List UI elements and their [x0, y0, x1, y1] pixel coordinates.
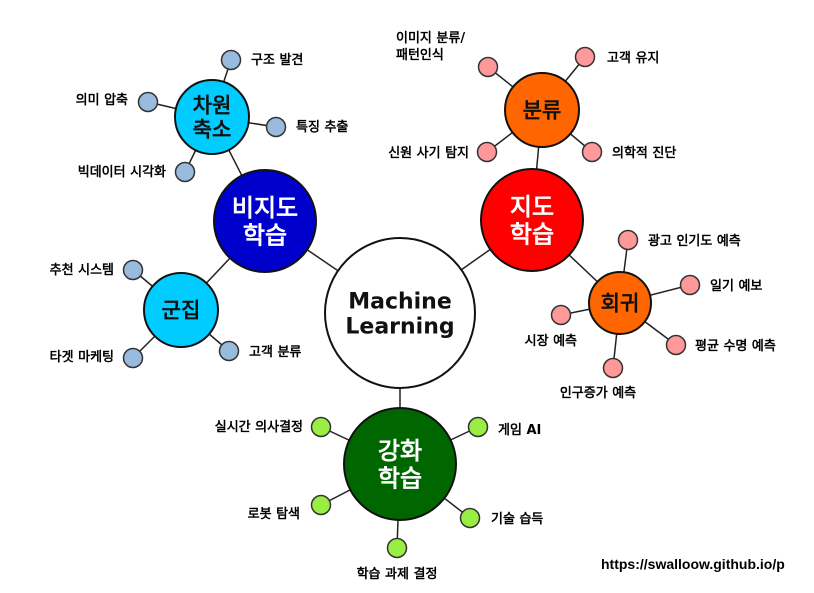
dim-reduction-node-circle: [174, 79, 250, 155]
classification-leaf-label: 패턴인식: [396, 47, 444, 63]
dim-reduction-leaf: 의미 압축: [76, 91, 159, 113]
regression-leaf-dot: [602, 357, 624, 379]
supervised-node-label: 지도: [510, 193, 554, 221]
reinforcement-leaf-label: 실시간 의사결정: [215, 419, 303, 435]
regression-leaf-label: 인구증가 예측: [560, 385, 636, 401]
clustering-leaf-label: 타겟 마케팅: [50, 349, 114, 365]
classification-leaf-label: 이미지 분류/: [396, 30, 465, 46]
classification-leaf-label: 신원 사기 탐지: [388, 145, 469, 161]
regression-leaf: 시장 예측: [525, 304, 577, 349]
classification-leaf: 이미지 분류/패턴인식: [396, 30, 499, 78]
unsupervised-node-label: 비지도: [232, 194, 298, 222]
classification-node-label: 분류: [523, 99, 562, 123]
unsupervised-node-label: 학습: [243, 221, 287, 249]
dim-reduction-node-label: 축소: [193, 118, 232, 142]
source-url: https://swalloow.github.io/p: [601, 556, 785, 572]
regression-leaf-dot: [665, 334, 687, 356]
regression-leaf-label: 일기 예보: [710, 278, 762, 294]
classification-leaf-label: 고객 유지: [607, 50, 659, 66]
reinforcement-leaf-label: 로봇 탐색: [248, 506, 300, 522]
reinforcement-node-label: 학습: [378, 464, 422, 492]
clustering-leaf: 타겟 마케팅: [50, 347, 144, 369]
regression-leaf: 일기 예보: [679, 274, 762, 296]
clustering-leaf-label: 추천 시스템: [50, 262, 114, 278]
clustering-leaf: 고객 분류: [218, 340, 301, 362]
reinforcement-leaf: 기술 습득: [459, 507, 543, 529]
dim-reduction-leaf-dot: [265, 116, 287, 138]
classification-leaf-label: 의학적 진단: [612, 145, 676, 161]
classification-leaf: 고객 유지: [574, 46, 659, 68]
classification-node-circle: [504, 72, 580, 148]
regression-node-circle: [588, 271, 652, 335]
classification-leaf-dot: [476, 141, 498, 163]
reinforcement-leaf-dot: [467, 416, 489, 438]
classification-leaf-dot: [574, 46, 596, 68]
dim-reduction-leaf-dot: [174, 161, 196, 183]
regression-leaf: 광고 인기도 예측: [617, 229, 741, 251]
dim-reduction-leaf-dot: [220, 49, 242, 71]
dim-reduction-leaf: 빅데이터 시각화: [78, 161, 196, 183]
regression-node: 회귀: [588, 271, 652, 335]
reinforcement-leaf-label: 학습 과제 결정: [357, 566, 438, 582]
classification-leaf: 의학적 진단: [581, 141, 676, 163]
classification-node: 분류: [504, 72, 580, 148]
dim-reduction-leaf: 구조 발견: [220, 49, 303, 71]
classification-leaf-dot: [581, 141, 603, 163]
dim-reduction-leaf: 특징 추출: [265, 116, 348, 138]
unsupervised-node-circle: [213, 169, 317, 273]
clustering-leaf-dot: [218, 340, 240, 362]
supervised-node-label: 학습: [510, 220, 554, 248]
regression-leaf-label: 시장 예측: [525, 333, 577, 349]
dim-reduction-leaf-label: 특징 추출: [296, 119, 348, 135]
clustering-leaf: 추천 시스템: [50, 259, 144, 281]
regression-leaf-dot: [550, 304, 572, 326]
classification-leaf-dot: [477, 56, 499, 78]
regression-node-label: 회귀: [601, 292, 640, 316]
reinforcement-leaf: 실시간 의사결정: [215, 416, 332, 438]
regression-leaf-label: 광고 인기도 예측: [648, 233, 741, 249]
reinforcement-leaf: 게임 AI: [467, 416, 541, 438]
reinforcement-leaf-dot: [310, 416, 332, 438]
dim-reduction-node-label: 차원: [193, 93, 232, 117]
regression-leaf-dot: [617, 229, 639, 251]
supervised-node-circle: [480, 168, 584, 272]
dim-reduction-leaf-label: 의미 압축: [76, 92, 128, 108]
reinforcement-leaf-dot: [310, 494, 332, 516]
reinforcement-leaf: 로봇 탐색: [248, 494, 332, 522]
regression-leaf: 평균 수명 예측: [665, 334, 776, 356]
dim-reduction-leaf-label: 구조 발견: [251, 52, 303, 68]
classification-leaf: 신원 사기 탐지: [388, 141, 498, 163]
reinforcement-node-label: 강화: [378, 437, 422, 465]
clustering-leaf-dot: [122, 259, 144, 281]
clustering-node-circle: [143, 272, 219, 348]
regression-leaf-label: 평균 수명 예측: [695, 338, 776, 354]
clustering-leaf-label: 고객 분류: [249, 344, 301, 360]
center-node-label: Machine: [348, 289, 452, 314]
reinforcement-node-circle: [343, 407, 457, 521]
clustering-node-label: 군집: [162, 299, 201, 323]
reinforcement-leaf-dot: [386, 537, 408, 559]
clustering-node: 군집: [143, 272, 219, 348]
regression-leaf: 인구증가 예측: [560, 357, 636, 401]
center-node-circle: [324, 237, 476, 389]
clustering-leaf-dot: [122, 347, 144, 369]
center-node-label: Learning: [345, 315, 454, 340]
regression-leaf-dot: [679, 274, 701, 296]
dim-reduction-leaf-label: 빅데이터 시각화: [78, 164, 166, 180]
dim-reduction-leaf-dot: [137, 91, 159, 113]
reinforcement-leaf-label: 게임 AI: [498, 423, 541, 438]
reinforcement-leaf-label: 기술 습득: [491, 512, 543, 527]
reinforcement-leaf: 학습 과제 결정: [357, 537, 438, 582]
reinforcement-leaf-dot: [459, 507, 481, 529]
